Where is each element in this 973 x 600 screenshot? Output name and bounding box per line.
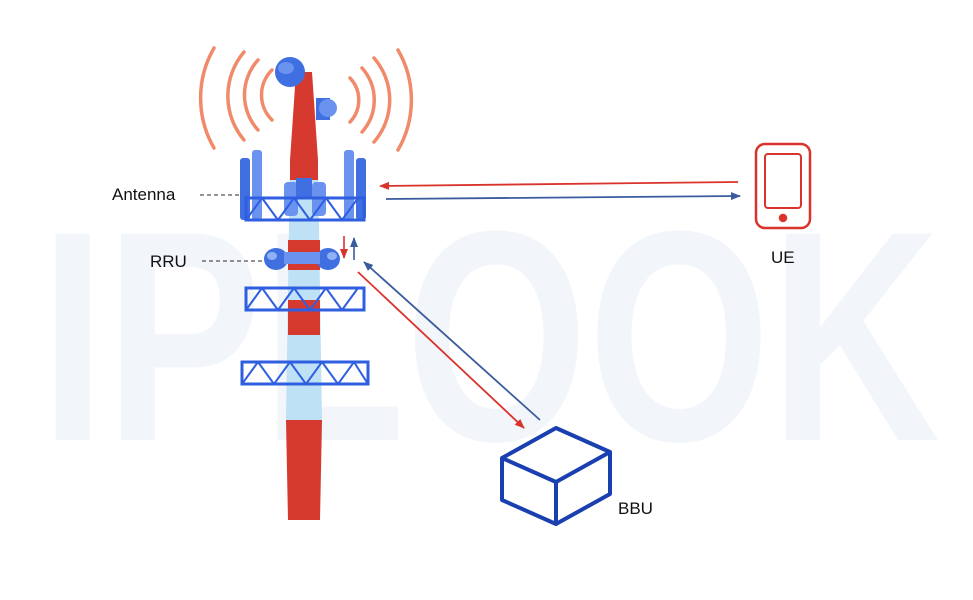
arrow-ue-to-antenna	[379, 181, 739, 190]
arrow-antenna-to-ue	[385, 192, 741, 201]
signal-waves	[198, 46, 414, 152]
antenna-label: Antenna	[112, 185, 176, 204]
ue-phone-icon	[754, 142, 812, 230]
arrow-bbu-to-rru	[363, 261, 541, 421]
truss-lower	[240, 360, 370, 386]
bbu-cube-icon	[500, 426, 612, 526]
truss-upper	[244, 286, 366, 312]
bbu-label: BBU	[618, 499, 653, 518]
watermark-text: IPLOOK	[40, 168, 940, 504]
top-dish-icon	[275, 57, 337, 120]
rru-icon	[264, 248, 340, 270]
antenna-array-icon	[240, 150, 366, 222]
arrow-rru-to-bbu	[357, 271, 525, 429]
tower	[286, 72, 322, 520]
rru-label: RRU	[150, 252, 187, 271]
ue-label: UE	[771, 248, 795, 267]
